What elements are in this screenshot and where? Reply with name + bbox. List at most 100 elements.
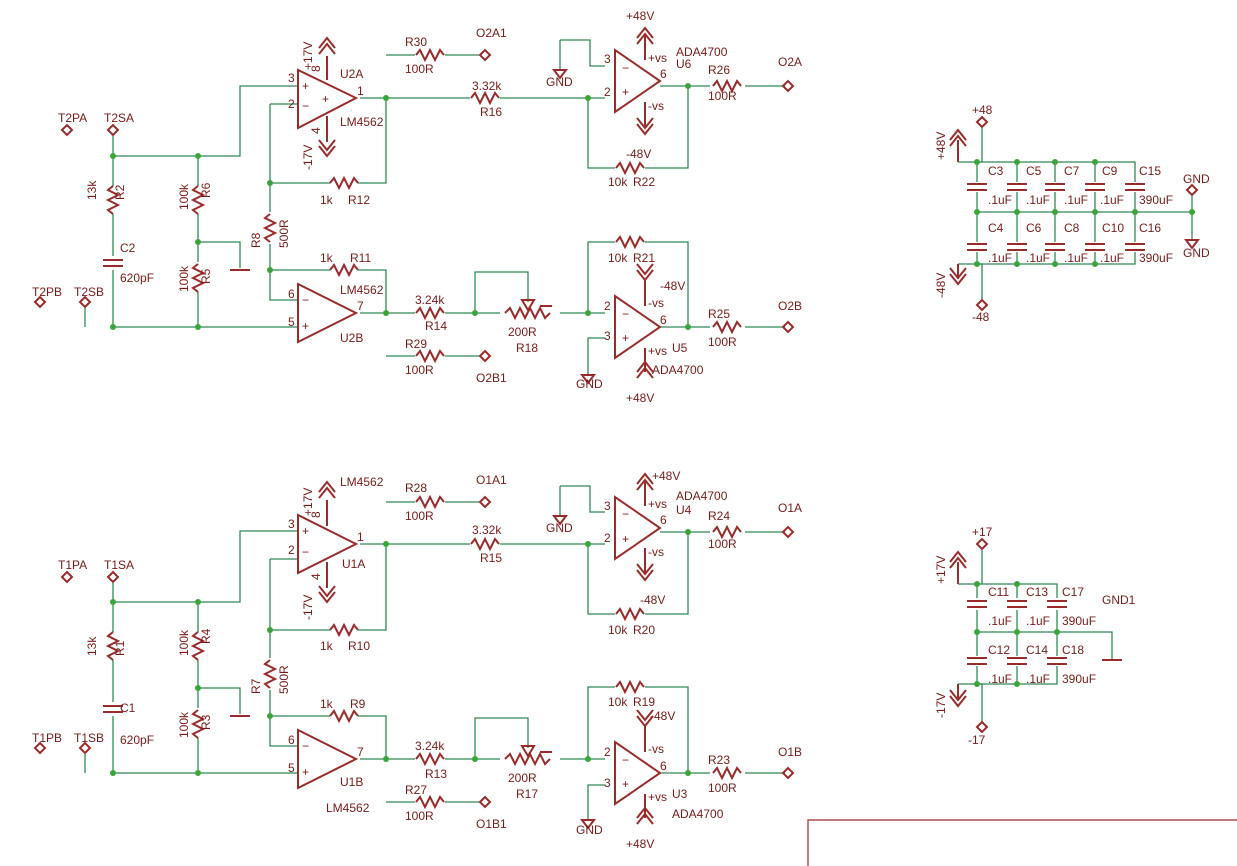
svg-text:−: −	[622, 753, 629, 767]
capacitor-c2	[102, 259, 124, 267]
r19-label: R19	[633, 695, 655, 709]
svg-text:−: −	[302, 293, 309, 307]
u4-part: ADA4700	[676, 489, 728, 503]
u2b-pin5: 5	[288, 315, 295, 329]
r17-label: R17	[516, 787, 538, 801]
r5-value: 100k	[177, 265, 191, 292]
port-minus17	[976, 721, 988, 733]
r21-value: 10k	[608, 251, 628, 265]
opamp-u1a	[297, 513, 359, 575]
r2-value: 13k	[85, 180, 99, 200]
r13-label: R13	[425, 767, 447, 781]
r7-value: 500R	[277, 665, 291, 694]
r9-value: 1k	[320, 697, 334, 711]
c2-value: 620pF	[120, 271, 154, 285]
resistor-r24	[712, 526, 742, 538]
capacitor-c8	[1044, 243, 1066, 251]
resistor-r13	[415, 753, 445, 765]
r6-value: 100k	[177, 183, 191, 210]
r12-value: 1k	[320, 193, 334, 207]
u2a-vplus: +17V	[301, 42, 315, 70]
c1-value: 620pF	[120, 733, 154, 747]
label-minus48: -48	[972, 310, 990, 324]
r14-label: R14	[425, 319, 447, 333]
label-gnd-bottom: GND	[1183, 246, 1210, 260]
svg-text:−: −	[622, 507, 629, 521]
u1b-label: U1B	[340, 775, 363, 789]
r17-value: 200R	[508, 771, 537, 785]
u6-pin2: 2	[604, 85, 611, 99]
resistor-r9	[329, 710, 359, 722]
svg-text:−: −	[622, 61, 629, 75]
label-t1pa: T1PA	[58, 558, 87, 572]
u3-pin2: 2	[604, 745, 611, 759]
r30-label: R30	[405, 35, 427, 49]
label-t1pb: T1PB	[32, 731, 62, 745]
u4-pin2: 2	[604, 531, 611, 545]
label-p17-arrow: +17V	[934, 556, 948, 584]
u6-vminus: -48V	[626, 147, 651, 161]
svg-text:390uF: 390uF	[1062, 614, 1096, 628]
r19-value: 10k	[608, 695, 628, 709]
svg-text:C12: C12	[988, 643, 1010, 657]
r29-value: 100R	[405, 363, 434, 377]
resistor-r19	[615, 681, 645, 693]
label-t2pa: T2PA	[58, 111, 87, 125]
port-t2pa	[61, 124, 73, 136]
capacitor-c14	[1006, 657, 1028, 665]
u3-part: ADA4700	[672, 807, 724, 821]
r20-label: R20	[633, 623, 655, 637]
r16-value: 3.32k	[472, 79, 502, 93]
u4-label: U4	[676, 503, 692, 517]
label-o2a1: O2A1	[476, 26, 507, 40]
u6-vsm: -vs	[648, 99, 664, 113]
u2b-part: LM4562	[340, 283, 384, 297]
port-plus17	[976, 538, 988, 550]
gnd-u6-label: GND	[546, 75, 573, 89]
u3-vsm: -vs	[648, 742, 664, 756]
svg-text:C5: C5	[1026, 164, 1042, 178]
u3-label: U3	[672, 787, 688, 801]
r11-value: 1k	[320, 251, 334, 265]
resistor-r28	[415, 496, 445, 508]
svg-text:C14: C14	[1026, 643, 1048, 657]
opamp-u5	[614, 294, 662, 360]
u5-vsm: -vs	[648, 296, 664, 310]
label-plus17: +17	[972, 525, 993, 539]
label-minus17: -17	[968, 733, 986, 747]
opamp-u1b	[297, 728, 359, 790]
u2b-pin6: 6	[288, 287, 295, 301]
svg-text:390uF: 390uF	[1062, 672, 1096, 686]
svg-text:.1uF: .1uF	[1100, 193, 1124, 207]
r28-value: 100R	[405, 509, 434, 523]
gnd-u5-label: GND	[576, 377, 603, 391]
svg-text:390uF: 390uF	[1139, 251, 1173, 265]
svg-text:C11: C11	[988, 585, 1009, 599]
u3-pin3: 3	[604, 776, 611, 790]
label-o2b1: O2B1	[476, 371, 507, 385]
r27-value: 100R	[405, 809, 434, 823]
r27-label: R27	[405, 783, 427, 797]
resistor-r14	[415, 307, 445, 319]
svg-text:+: +	[302, 524, 309, 538]
r8-label: R8	[249, 232, 263, 248]
capacitor-c3	[966, 183, 988, 191]
resistor-r29	[415, 350, 445, 362]
u1a-pin4: 4	[309, 573, 323, 580]
u3-vminus: -48V	[650, 709, 675, 723]
u5-vminus: -48V	[660, 279, 685, 293]
svg-text:C17: C17	[1062, 585, 1084, 599]
u6-part: ADA4700	[676, 45, 728, 59]
r3-label: R3	[199, 714, 213, 730]
port-t1pa	[61, 571, 73, 583]
u5-pin2: 2	[604, 299, 611, 313]
capacitor-c4	[966, 243, 988, 251]
r12-label: R12	[348, 193, 370, 207]
u2a-pin4: 4	[309, 127, 323, 134]
r13-value: 3.24k	[415, 739, 445, 753]
r6-label: R6	[199, 182, 213, 198]
svg-text:C6: C6	[1026, 221, 1042, 235]
label-o1b1: O1B1	[476, 817, 507, 831]
